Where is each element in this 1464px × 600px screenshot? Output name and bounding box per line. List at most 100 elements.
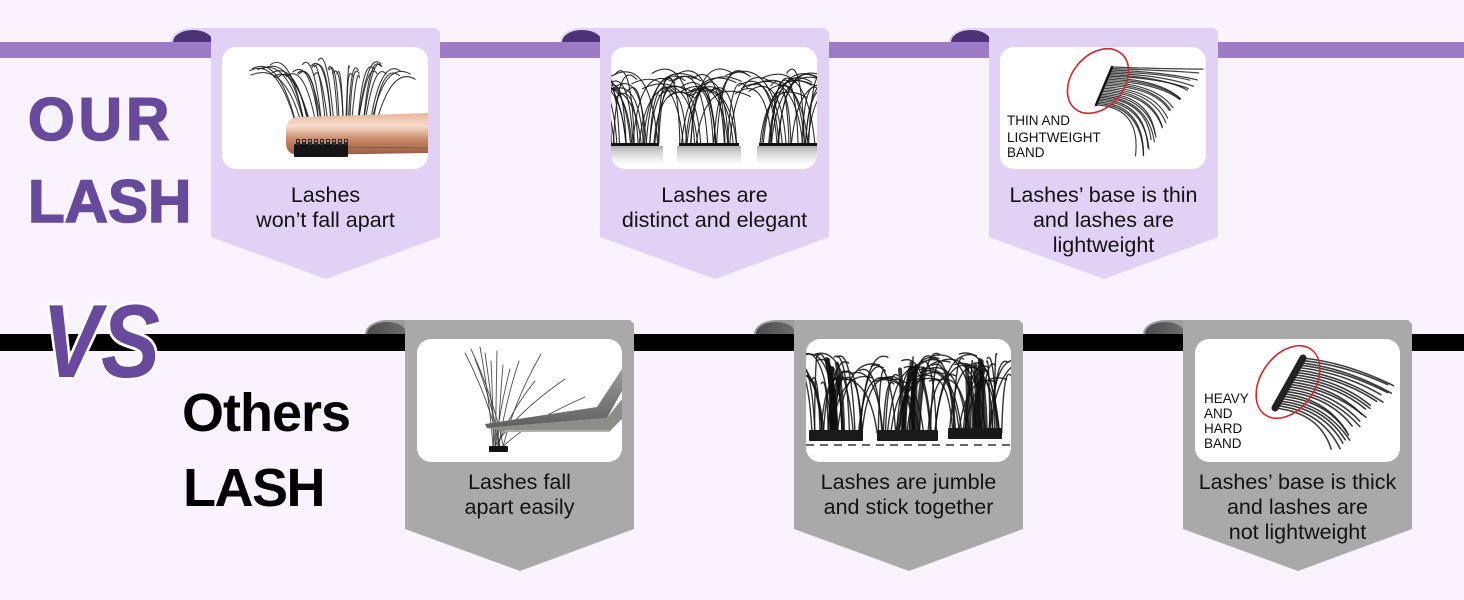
feature-caption: Lashes won’t fall apart <box>211 183 440 233</box>
lash-base <box>679 143 739 146</box>
lash-cluster-on-tweezer-image <box>222 47 428 169</box>
jumbled-lash-clusters-image <box>806 339 1011 462</box>
lash-knot <box>315 140 317 142</box>
lash-strand <box>684 88 737 145</box>
lash-strand <box>611 87 642 145</box>
lash-knot <box>303 140 305 142</box>
lash-strand <box>920 370 961 434</box>
image-label-line: THIN AND <box>1007 113 1070 128</box>
feature-caption: Lashes are distinct and elegant <box>600 183 829 233</box>
lash-strand <box>1111 66 1204 70</box>
lash-strand <box>611 72 632 145</box>
others-feature-banner-2: Lashes are jumble and stick together <box>794 320 1023 571</box>
lash-strand <box>700 81 730 145</box>
lash-strand <box>484 352 496 448</box>
lash-strand <box>1095 104 1137 157</box>
lash-strand <box>973 363 980 435</box>
lash-strand <box>1099 95 1155 143</box>
lash-strand <box>709 87 738 145</box>
image-label-line: HEAVY <box>1204 391 1249 406</box>
lash-knot <box>327 140 329 142</box>
lash-strand <box>502 353 542 448</box>
lash-strand <box>479 346 494 448</box>
feature-caption: Lashes’ base is thin and lashes are ligh… <box>989 183 1218 258</box>
lash-strand <box>680 85 729 145</box>
lash-strand <box>614 93 639 145</box>
lash-strand <box>1288 381 1363 415</box>
lash-strand <box>832 378 878 434</box>
lash-knot <box>345 140 347 142</box>
vs-badge: VS <box>39 281 163 403</box>
lash-strand <box>1274 407 1332 450</box>
caption-line: Lashes’ base is thick <box>1198 470 1397 494</box>
lash-strand <box>690 68 733 145</box>
lash-knot <box>339 140 341 142</box>
lash-strand <box>759 91 808 145</box>
lash-strand <box>768 84 805 145</box>
lash-strand <box>979 359 985 435</box>
lash-strand <box>658 86 677 145</box>
lash-strand <box>1102 87 1167 124</box>
lash-strand <box>1101 89 1163 127</box>
lash-strand <box>1294 371 1378 403</box>
lash-strands <box>1095 66 1204 157</box>
lash-strand <box>808 72 817 145</box>
lash-strand <box>612 74 638 145</box>
lash-strand <box>777 72 817 145</box>
our-lash-heading-line1: OUR <box>27 86 174 153</box>
banner-curl-decoration <box>1143 320 1187 334</box>
lash-reflection <box>757 146 817 166</box>
lash-strand <box>993 352 998 434</box>
image-label-line: AND <box>1204 406 1233 421</box>
lash-strand <box>689 90 734 145</box>
lash-strand <box>695 90 752 145</box>
caption-line: distinct and elegant <box>621 208 808 232</box>
lash-strand <box>686 76 742 145</box>
lash-strand <box>769 77 813 145</box>
lash-strand <box>612 83 647 145</box>
image-label-line: LIGHTWEIGHT <box>1007 130 1101 145</box>
lash-strand <box>1108 74 1189 91</box>
vs-label: VS <box>42 284 160 400</box>
lash-strand <box>614 70 635 145</box>
caption-line: apart easily <box>464 495 575 519</box>
lash-strand <box>680 77 737 145</box>
lash-strand <box>748 85 787 145</box>
lash-knot <box>297 140 299 142</box>
lash-strand <box>986 356 998 434</box>
lash-strand <box>928 366 969 434</box>
lash-strand <box>1283 390 1353 427</box>
lash-strand <box>1282 392 1350 436</box>
lash-strand <box>641 83 699 145</box>
lash-strand <box>811 377 821 434</box>
lash-strand <box>834 361 846 435</box>
caption-line: and lashes are <box>1226 495 1369 519</box>
lash-strand <box>820 381 829 434</box>
lash-strand <box>1106 78 1181 99</box>
lash-strand <box>653 91 695 145</box>
caption-line: lightweight <box>1052 233 1155 257</box>
lash-strand <box>786 68 805 145</box>
caption-line: Lashes are jumble <box>820 470 997 494</box>
lash-strand <box>1098 98 1149 149</box>
lash-strand <box>1107 75 1189 90</box>
lash-strand <box>826 357 834 435</box>
lash-strand <box>713 71 751 145</box>
lash-strand <box>948 366 978 434</box>
lash-strand <box>988 360 1011 434</box>
lash-strand <box>1110 67 1200 74</box>
others-lash-heading-line2: LASH <box>183 458 326 518</box>
lash-strand <box>1276 402 1344 444</box>
lash-strand <box>804 81 817 145</box>
lash-strand <box>663 76 681 145</box>
others-feature-banner-3: HEAVY AND HARD BAND Lashes’ base is thic… <box>1183 320 1412 571</box>
lash-base <box>611 143 659 146</box>
lash-strand <box>738 80 778 145</box>
lash-strand <box>921 360 938 434</box>
caption-line: and lashes are <box>1032 208 1175 232</box>
lash-strand <box>929 378 954 434</box>
lash-strand <box>1295 369 1384 403</box>
lash-strand <box>495 368 511 448</box>
lash-knots <box>296 139 348 145</box>
lash-strand <box>806 371 825 434</box>
